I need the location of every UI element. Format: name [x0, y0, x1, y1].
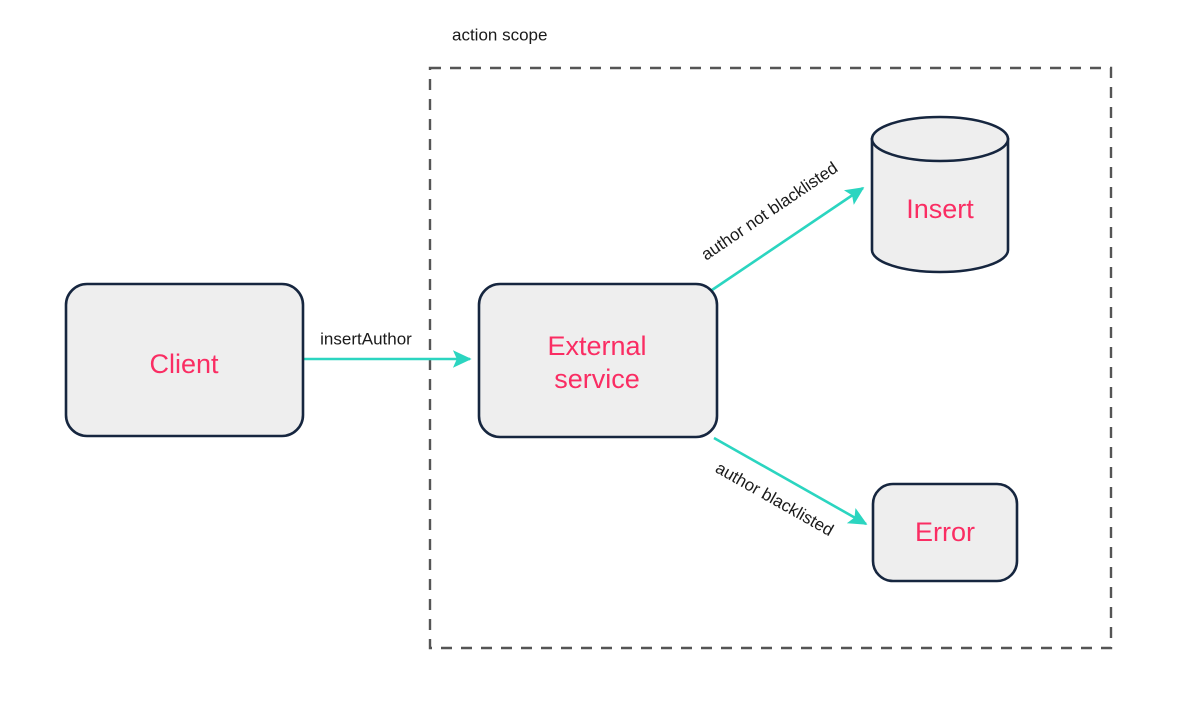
node-external-service-label-line1: External: [547, 331, 646, 361]
edge-external-to-insert: author not blacklisted: [698, 158, 865, 292]
action-scope-label: action scope: [452, 25, 547, 44]
node-error-label: Error: [915, 517, 975, 547]
edge-label-insert-author: insertAuthor: [320, 329, 412, 348]
node-client-shape[interactable]: [64, 282, 305, 438]
action-scope-boundary: [428, 66, 1113, 650]
node-error-shape[interactable]: [871, 482, 1019, 583]
edge-external-to-error: author blacklisted: [712, 436, 868, 540]
node-client-label: Client: [149, 349, 219, 379]
node-insert-label: Insert: [906, 194, 974, 224]
node-client[interactable]: Client: [64, 282, 305, 438]
node-insert-cylinder-body[interactable]: [870, 137, 1010, 274]
edge-label-author-not-blacklisted: author not blacklisted: [698, 158, 842, 264]
node-external-service-label-line2: service: [554, 364, 640, 394]
edge-label-author-blacklisted: author blacklisted: [712, 458, 837, 540]
node-external-service[interactable]: External service: [477, 282, 719, 439]
node-external-service-shape[interactable]: [477, 282, 719, 439]
node-insert-cylinder-top: [870, 115, 1010, 163]
edge-client-to-external: insertAuthor: [304, 329, 472, 368]
node-insert[interactable]: Insert: [870, 115, 1010, 274]
edge-line-author-blacklisted: [713, 436, 868, 526]
edge-line-author-not-blacklisted: [711, 186, 865, 292]
node-error[interactable]: Error: [871, 482, 1019, 583]
